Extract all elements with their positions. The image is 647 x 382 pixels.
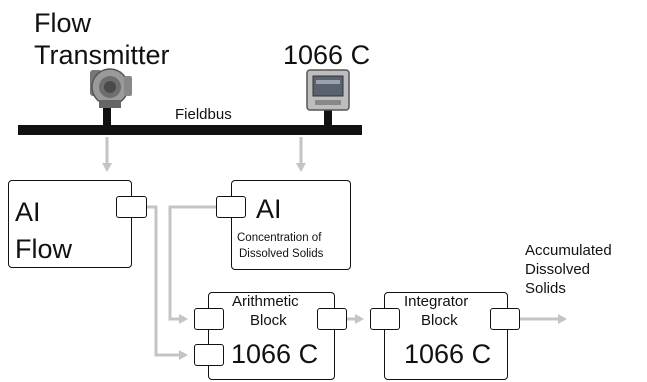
- ai-concentration-desc-line2: Dissolved Solids: [239, 248, 324, 260]
- output-label-line1: Accumulated: [525, 242, 612, 259]
- ai-flow-output-port: [116, 196, 147, 218]
- analyzer-stem: [324, 110, 332, 127]
- arithmetic-input-port-1: [194, 308, 224, 330]
- arithmetic-device-label: 1066 C: [231, 339, 319, 369]
- integrator-output-port: [490, 308, 520, 330]
- output-label-line2: Dissolved: [525, 261, 591, 278]
- arithmetic-input-port-2: [194, 344, 224, 366]
- ai-flow-title: AI: [15, 197, 41, 227]
- output-label-line3: Solids: [525, 280, 566, 297]
- arithmetic-title-line1: Arithmetic: [232, 293, 299, 310]
- ai-concentration-output-port: [216, 196, 246, 218]
- analyzer-device-icon: [306, 69, 350, 111]
- arithmetic-title-line2: Block: [250, 312, 287, 329]
- ai-concentration-title: AI: [256, 194, 282, 224]
- integrator-device-label: 1066 C: [404, 339, 492, 369]
- integrator-title-line1: Integrator: [404, 293, 469, 310]
- ai-flow-name: Flow: [15, 234, 73, 264]
- integrator-title-line2: Block: [421, 312, 458, 329]
- link-ai-conc-to-arithmetic: [168, 205, 216, 324]
- flow-transmitter-label-line1: Flow: [34, 8, 92, 38]
- ai-flow-block: [8, 180, 132, 268]
- arithmetic-output-port: [317, 308, 347, 330]
- ai-concentration-desc-line1: Concentration of: [237, 232, 322, 244]
- transmitter-stem: [103, 107, 111, 127]
- integrator-block: [384, 292, 508, 380]
- flow-transmitter-label-line2: Transmitter: [34, 40, 170, 70]
- link-ai-flow-to-arithmetic: [147, 205, 188, 360]
- flow-transmitter-icon: [90, 68, 132, 108]
- fieldbus-bar: [18, 125, 362, 135]
- integrator-input-port: [370, 308, 400, 330]
- analyzer-label: 1066 C: [283, 40, 371, 70]
- fieldbus-label: Fieldbus: [175, 106, 232, 123]
- arithmetic-block: [208, 292, 335, 380]
- ai-concentration-block: [231, 180, 351, 270]
